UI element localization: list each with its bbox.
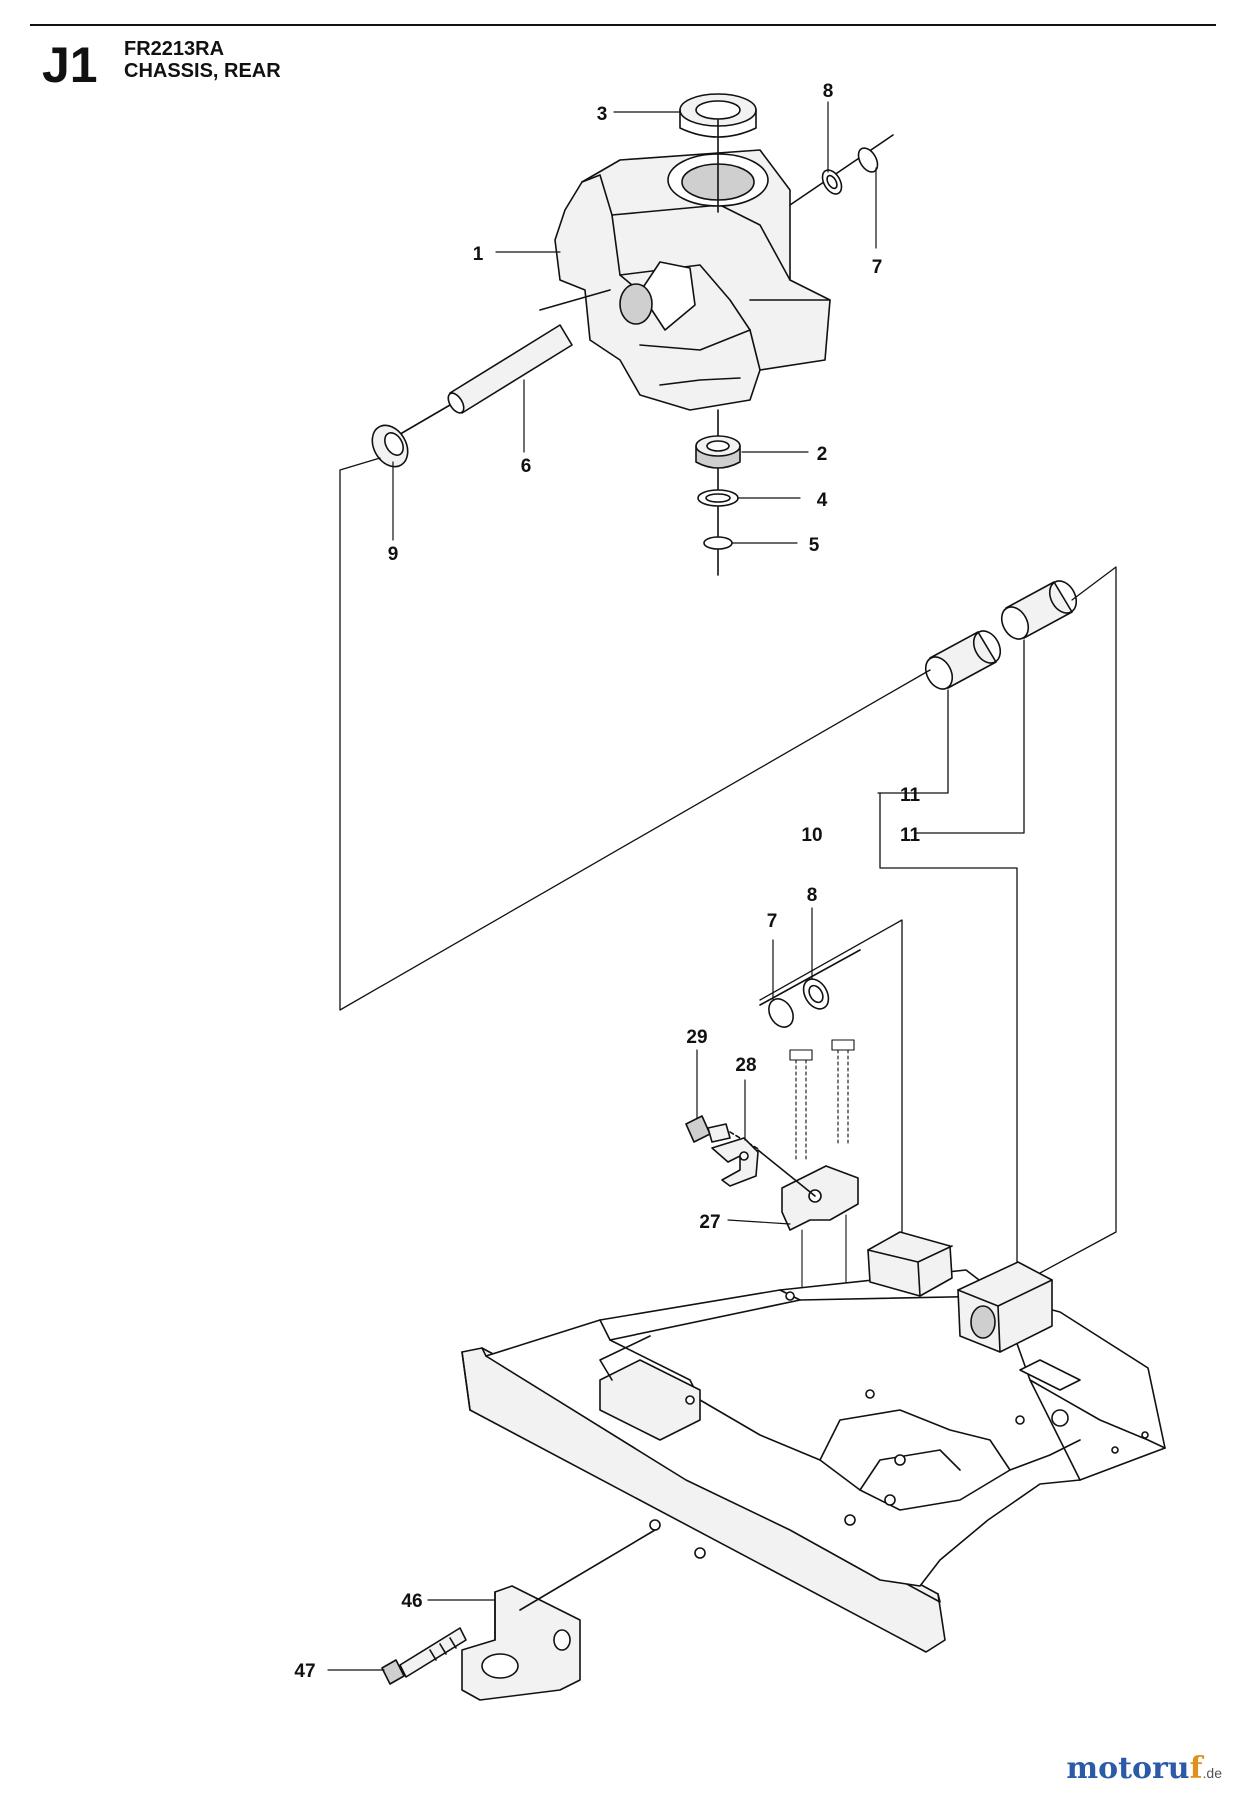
vertical-bolt-lines <box>789 1039 855 1301</box>
part-8-7-washers-top <box>789 134 894 206</box>
callout-28: 28 <box>735 1055 756 1076</box>
callout-labels: 1 2 3 4 5 6 7 8 9 10 11 11 8 7 29 28 27 … <box>294 81 920 1682</box>
part-11-bushing-left <box>924 630 1002 690</box>
part-2-bearing <box>695 409 741 576</box>
part-28-clip <box>711 1137 759 1187</box>
part-6-axle-shaft <box>389 289 611 441</box>
part-29-bolt <box>685 1115 761 1151</box>
callout-27: 27 <box>699 1212 720 1233</box>
model-number: FR2213RA <box>124 38 225 60</box>
part-7-8-rings-mid <box>759 949 861 1028</box>
part-47-bolt <box>381 1627 467 1685</box>
callout-6: 6 <box>521 456 532 477</box>
section-code: J1 <box>42 37 98 93</box>
callout-3: 3 <box>597 104 608 125</box>
callout-5: 5 <box>809 535 820 556</box>
part-27-bracket <box>757 1149 859 1231</box>
callout-29: 29 <box>686 1027 707 1048</box>
header-rule <box>30 24 1216 26</box>
callout-4: 4 <box>817 490 828 511</box>
callout-2: 2 <box>817 444 828 465</box>
part-9-spacer-ring <box>371 424 409 468</box>
callout-8-mid: 8 <box>807 885 818 906</box>
part-1-caster-housing <box>554 149 831 411</box>
assembly-lines <box>339 457 1117 1363</box>
diagram-title: CHASSIS, REAR <box>124 60 281 82</box>
callout-10: 10 <box>801 825 822 846</box>
callout-7-top: 7 <box>872 257 883 278</box>
callout-11-upper: 11 <box>900 785 921 806</box>
part-4-circlip <box>697 489 739 507</box>
callout-1: 1 <box>473 244 484 265</box>
callout-9: 9 <box>388 544 399 565</box>
callout-46: 46 <box>401 1591 422 1612</box>
watermark-logo: motoruf.de <box>1066 1751 1222 1786</box>
callout-7-mid: 7 <box>767 911 778 932</box>
part-5-ring <box>703 536 733 550</box>
callout-47: 47 <box>294 1661 315 1682</box>
callout-11-lower: 11 <box>900 825 921 846</box>
part-3-bearing-cup <box>679 93 757 213</box>
part-11-bushing-right <box>1000 580 1078 640</box>
chassis-frame <box>461 1231 1166 1653</box>
leader-lines <box>327 101 877 1671</box>
part-46-hitch-bracket <box>461 1529 656 1701</box>
callout-8-top: 8 <box>823 81 834 102</box>
